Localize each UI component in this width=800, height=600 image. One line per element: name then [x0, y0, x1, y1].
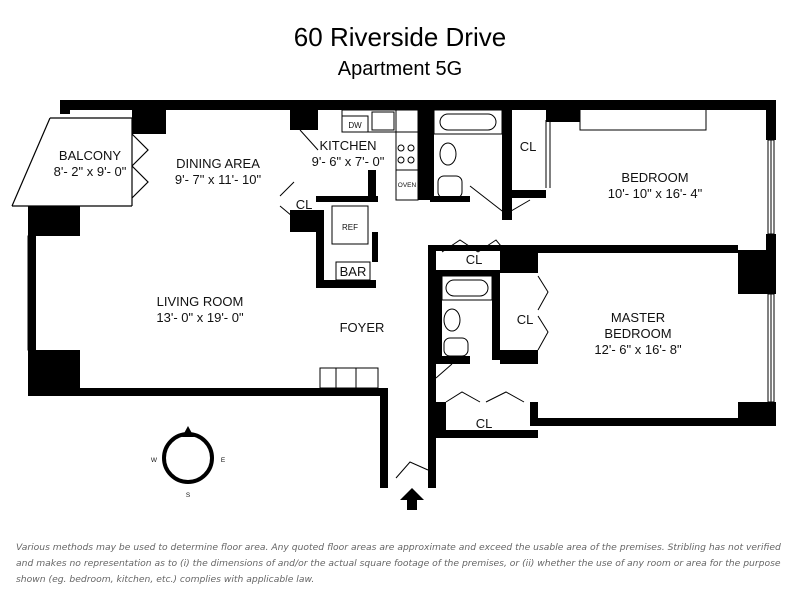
compass: W E S	[151, 426, 226, 499]
closet-label: CL	[466, 252, 483, 267]
balcony-name: BALCONY	[59, 148, 121, 163]
entry-arrow	[400, 488, 424, 510]
compass-east: E	[221, 457, 226, 464]
compass-south: S	[186, 492, 191, 499]
dishwasher-label: DW	[348, 121, 362, 130]
kitchen-dims: 9'- 6" x 7'- 0"	[312, 154, 385, 169]
foyer-name: FOYER	[340, 320, 385, 335]
closet-label: CL	[520, 139, 537, 154]
master-name-1: MASTER	[611, 310, 665, 325]
kitchen-name: KITCHEN	[319, 138, 376, 153]
closet-label: CL	[296, 197, 313, 212]
balcony-outline	[11, 117, 149, 207]
disclaimer: Various methods may be used to determine…	[16, 542, 781, 585]
compass-north-marker	[182, 426, 194, 437]
oven-label: OVEN	[398, 182, 417, 189]
closet-label: CL	[517, 312, 534, 327]
refrigerator-label: REF	[342, 223, 358, 232]
compass-west: W	[151, 457, 158, 464]
bedroom-name: BEDROOM	[621, 170, 688, 185]
dining-dims: 9'- 7" x 11'- 10"	[175, 172, 262, 187]
kitchen-fixtures	[299, 109, 419, 281]
plan-title: 60 Riverside Drive	[293, 22, 507, 52]
living-dims: 13'- 0" x 19'- 0"	[156, 310, 244, 325]
dining-name: DINING AREA	[176, 156, 260, 171]
master-name-2: BEDROOM	[604, 326, 671, 341]
closet-label: CL	[476, 416, 493, 431]
living-name: LIVING ROOM	[157, 294, 244, 309]
walls	[28, 100, 776, 488]
balcony-dims: 8'- 2" x 9'- 0"	[54, 164, 127, 179]
plan-subtitle: Apartment 5G	[337, 58, 463, 80]
doors	[279, 103, 707, 479]
bathroom-fixtures	[433, 109, 503, 357]
master-dims: 12'- 6" x 16'- 8"	[594, 342, 682, 357]
bar-label: BAR	[340, 264, 367, 279]
bedroom-dims: 10'- 10" x 16'- 4"	[608, 186, 703, 201]
windows	[27, 139, 775, 403]
